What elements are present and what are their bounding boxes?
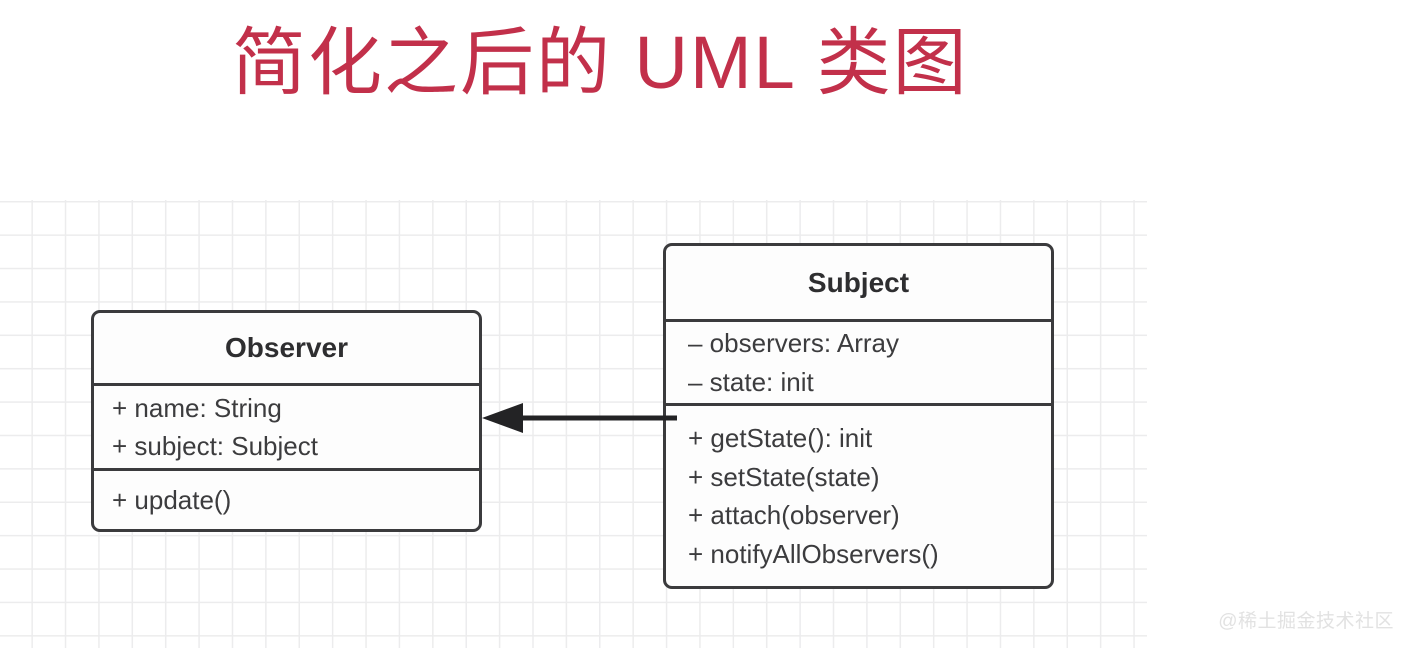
attributes-compartment: + name: String + subject: Subject (94, 383, 479, 468)
uml-class-observer[interactable]: Observer + name: String + subject: Subje… (91, 310, 482, 532)
attribute-row: – state: init (688, 366, 814, 397)
uml-class-subject[interactable]: Subject – observers: Array – state: init… (663, 243, 1054, 589)
attributes-compartment: – observers: Array – state: init (666, 319, 1051, 403)
attribute-row: + name: String (112, 393, 282, 423)
class-name-compartment: Subject (666, 246, 1051, 319)
operation-row: + update() (112, 485, 232, 515)
class-name-compartment: Observer (94, 313, 479, 383)
association-arrow-icon (482, 403, 677, 433)
class-name-subject: Subject (807, 266, 910, 298)
operation-row: + notifyAllObservers() (688, 538, 939, 569)
class-name-observer: Observer (225, 332, 348, 363)
attribute-row: + subject: Subject (112, 431, 318, 461)
attribute-row: – observers: Array (688, 328, 899, 358)
operation-row: + attach(observer) (688, 500, 900, 530)
watermark-label: @稀土掘金技术社区 (1218, 611, 1394, 632)
arrowhead-solid-triangle (482, 403, 523, 433)
operation-row: + setState(state) (688, 461, 880, 492)
page-title: 简化之后的 UML 类图 (232, 21, 969, 104)
operations-compartment: + update() (94, 468, 479, 529)
operation-row: + getState(): init (688, 423, 873, 453)
operations-compartment: + getState(): init + setState(state) + a… (666, 403, 1051, 586)
